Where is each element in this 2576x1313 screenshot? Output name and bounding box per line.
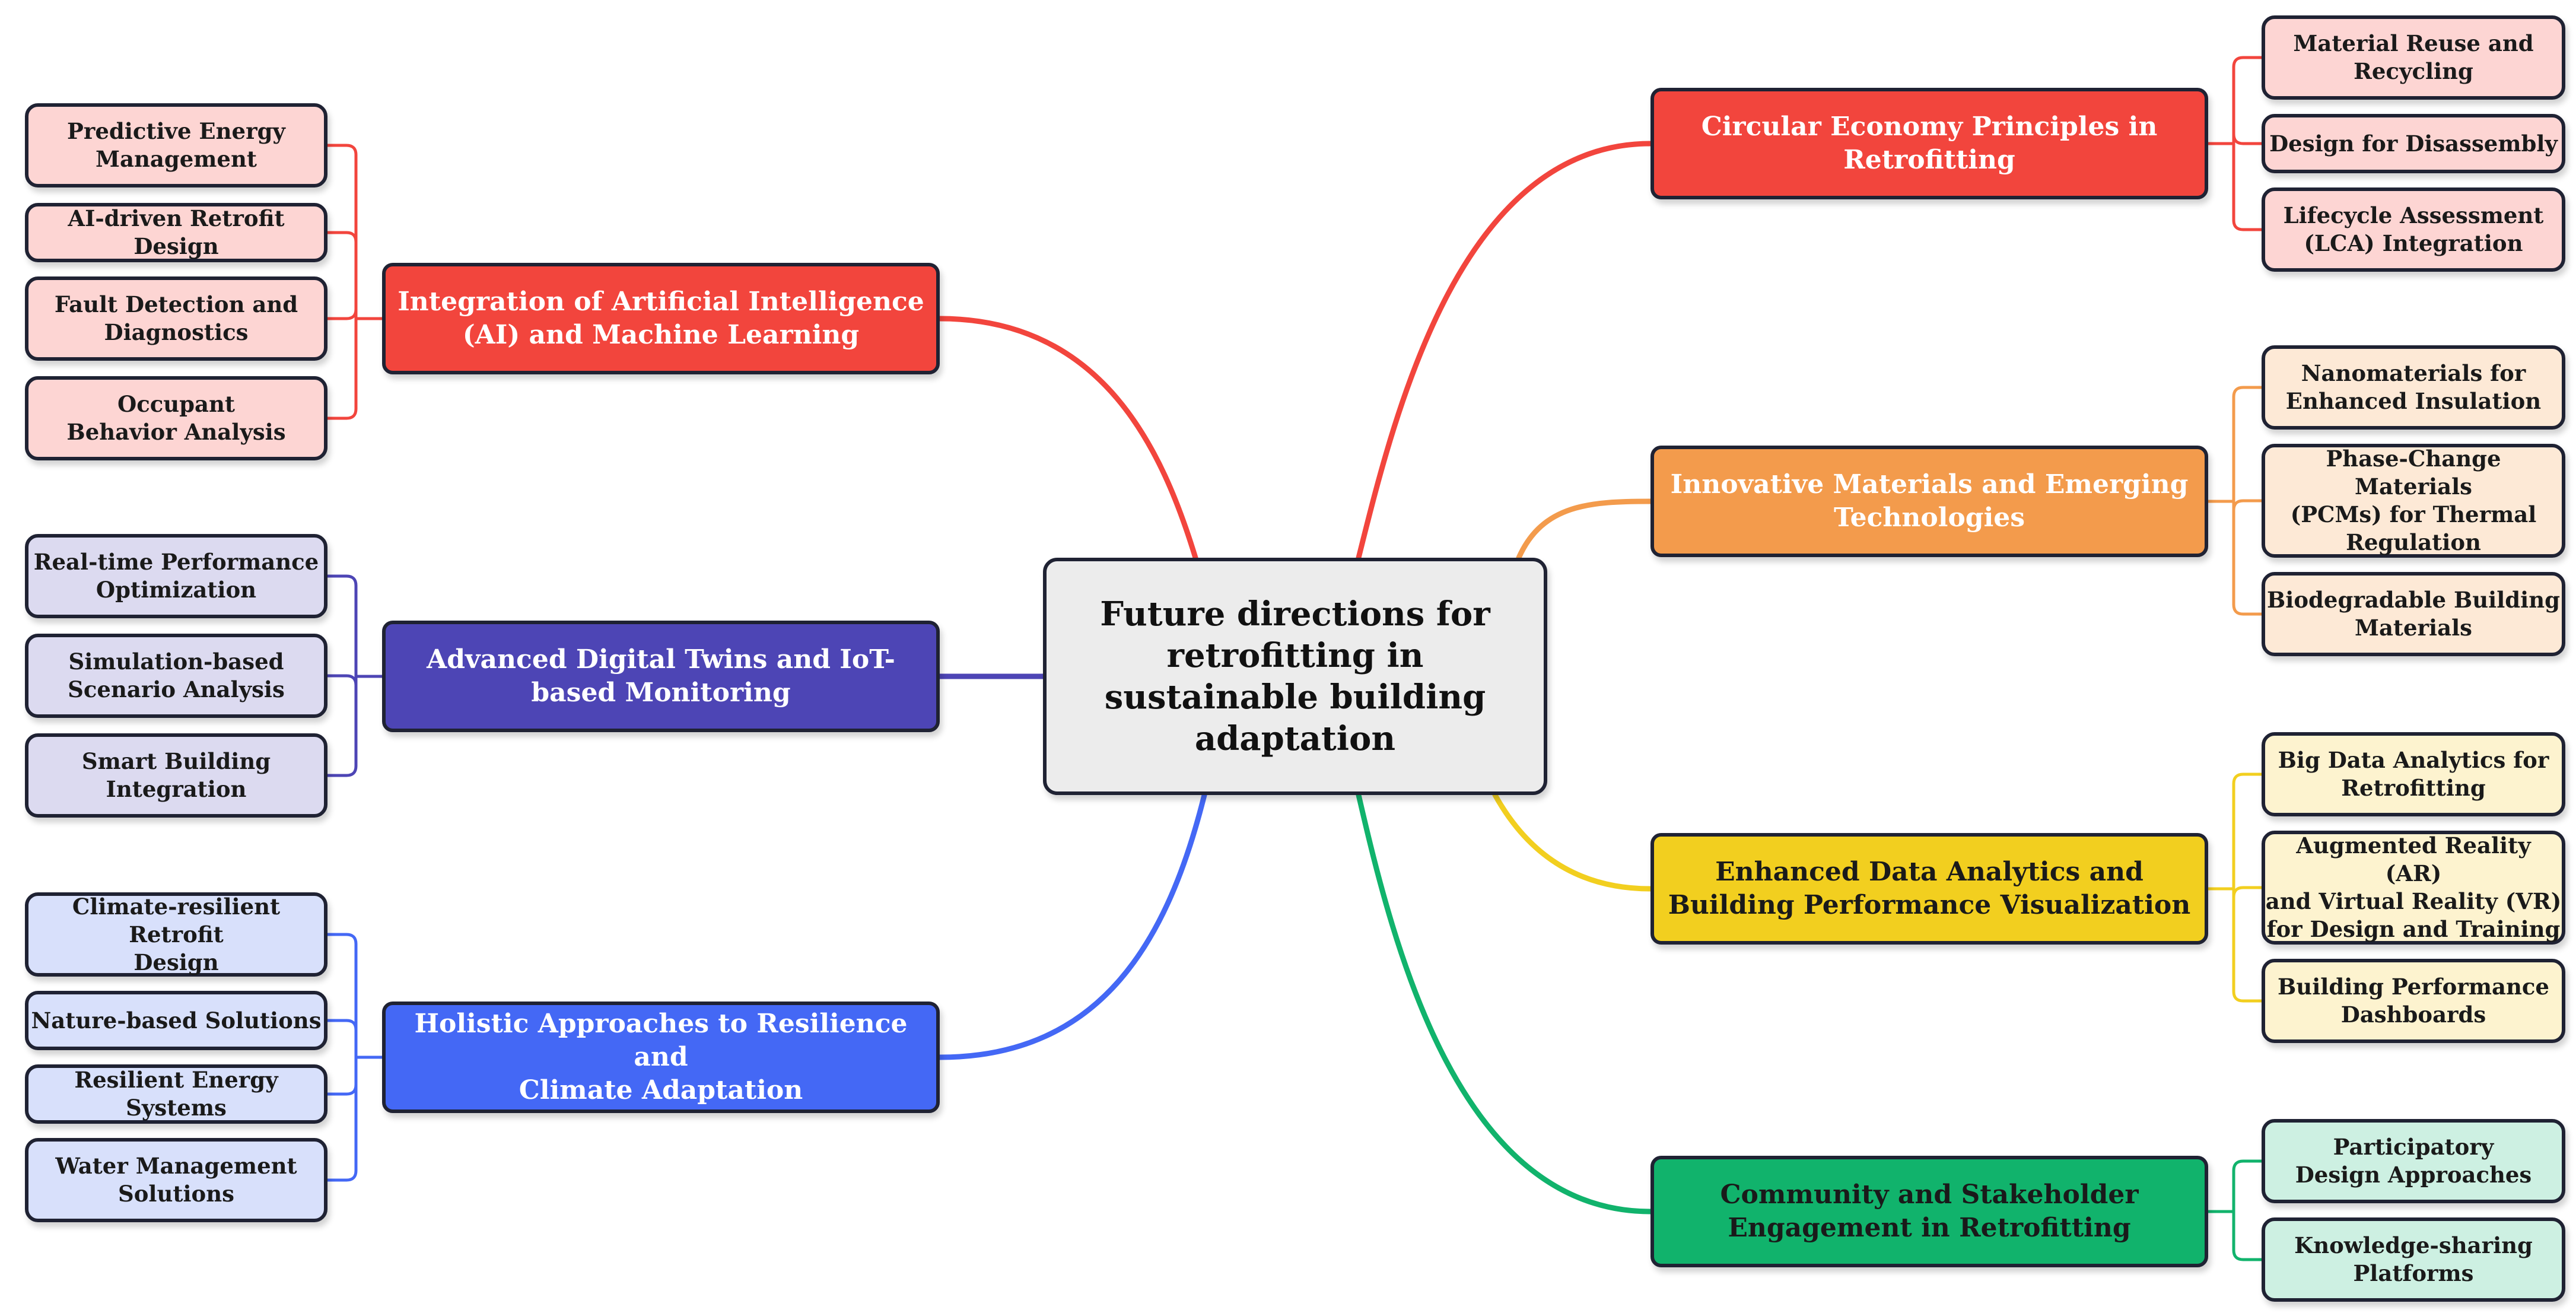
connector-analytics-leaf-0	[2206, 772, 2263, 891]
connector-resilience-leaf-3	[326, 1056, 384, 1182]
leaf-resilient-energy-systems: Resilient Energy Systems	[25, 1064, 327, 1124]
connector-ai-leaf-0	[326, 144, 384, 320]
leaf-lifecycle-assessment: Lifecycle Assessment (LCA) Integration	[2262, 187, 2565, 272]
connector-ai-leaf-1	[326, 231, 384, 320]
leaf-building-performance-dashboards: Building Performance Dashboards	[2262, 959, 2565, 1043]
connector-center-community	[1356, 792, 1653, 1215]
connector-circular-leaf-0	[2206, 56, 2263, 145]
leaf-knowledge-sharing-platforms: Knowledge-sharing Platforms	[2262, 1217, 2565, 1302]
leaf-biodegradable-materials: Biodegradable Building Materials	[2262, 572, 2565, 656]
branch-innovative-materials: Innovative Materials and Emerging Techno…	[1650, 446, 2208, 557]
leaf-fault-detection-diagnostics: Fault Detection and Diagnostics	[25, 276, 327, 361]
leaf-predictive-energy-management: Predictive Energy Management	[25, 103, 327, 187]
connector-analytics-leaf-2	[2206, 887, 2263, 1003]
connector-materials-leaf-0	[2206, 386, 2263, 503]
connector-center-circular	[1356, 141, 1653, 561]
leaf-design-for-disassembly: Design for Disassembly	[2262, 114, 2565, 173]
leaf-climate-resilient-retrofit-design: Climate-resilient Retrofit Design	[25, 892, 327, 977]
leaf-simulation-scenario-analysis: Simulation-based Scenario Analysis	[25, 634, 327, 718]
branch-circular-economy: Circular Economy Principles in Retrofitt…	[1650, 88, 2208, 199]
connector-resilience-leaf-0	[326, 933, 384, 1059]
leaf-water-management-solutions: Water Management Solutions	[25, 1138, 327, 1222]
connector-materials-leaf-2	[2206, 500, 2263, 616]
leaf-phase-change-materials: Phase-Change Materials (PCMs) for Therma…	[2262, 444, 2565, 558]
leaf-big-data-analytics: Big Data Analytics for Retrofitting	[2262, 732, 2565, 816]
branch-data-analytics: Enhanced Data Analytics and Building Per…	[1650, 833, 2208, 945]
connector-ai-leaf-2	[326, 309, 384, 320]
leaf-real-time-performance-optimization: Real-time Performance Optimization	[25, 534, 327, 618]
leaf-smart-building-integration: Smart Building Integration	[25, 733, 327, 818]
connector-community-leaf-1	[2206, 1210, 2263, 1261]
connector-center-materials	[1516, 498, 1653, 561]
branch-ai-machine-learning: Integration of Artificial Intelligence (…	[382, 263, 940, 374]
branch-digital-twins-iot: Advanced Digital Twins and IoT- based Mo…	[382, 621, 940, 732]
connector-center-ai	[937, 316, 1198, 561]
connector-twins-leaf-2	[326, 675, 384, 777]
leaf-material-reuse-recycling: Material Reuse and Recycling	[2262, 15, 2565, 100]
center-topic: Future directions for retrofitting in su…	[1043, 558, 1547, 795]
connector-circular-leaf-2	[2206, 142, 2263, 231]
branch-community-engagement: Community and Stakeholder Engagement in …	[1650, 1156, 2208, 1267]
connector-ai-leaf-3	[326, 317, 384, 420]
leaf-nature-based-solutions: Nature-based Solutions	[25, 991, 327, 1050]
connector-twins-leaf-0	[326, 574, 384, 678]
connector-resilience-leaf-1	[326, 1019, 384, 1059]
leaf-ar-vr-design-training: Augmented Reality (AR) and Virtual Reali…	[2262, 831, 2565, 945]
leaf-occupant-behavior-analysis: Occupant Behavior Analysis	[25, 376, 327, 460]
connector-center-analytics	[1492, 792, 1653, 892]
connector-circular-leaf-1	[2206, 133, 2263, 145]
connector-community-leaf-0	[2206, 1159, 2263, 1213]
leaf-nanomaterials-insulation: Nanomaterials for Enhanced Insulation	[2262, 345, 2565, 430]
connector-center-resilience	[937, 792, 1207, 1060]
leaf-ai-driven-retrofit-design: AI-driven Retrofit Design	[25, 203, 327, 262]
leaf-participatory-design: Participatory Design Approaches	[2262, 1119, 2565, 1203]
branch-resilience-climate-adaptation: Holistic Approaches to Resilience and Cl…	[382, 1002, 940, 1113]
